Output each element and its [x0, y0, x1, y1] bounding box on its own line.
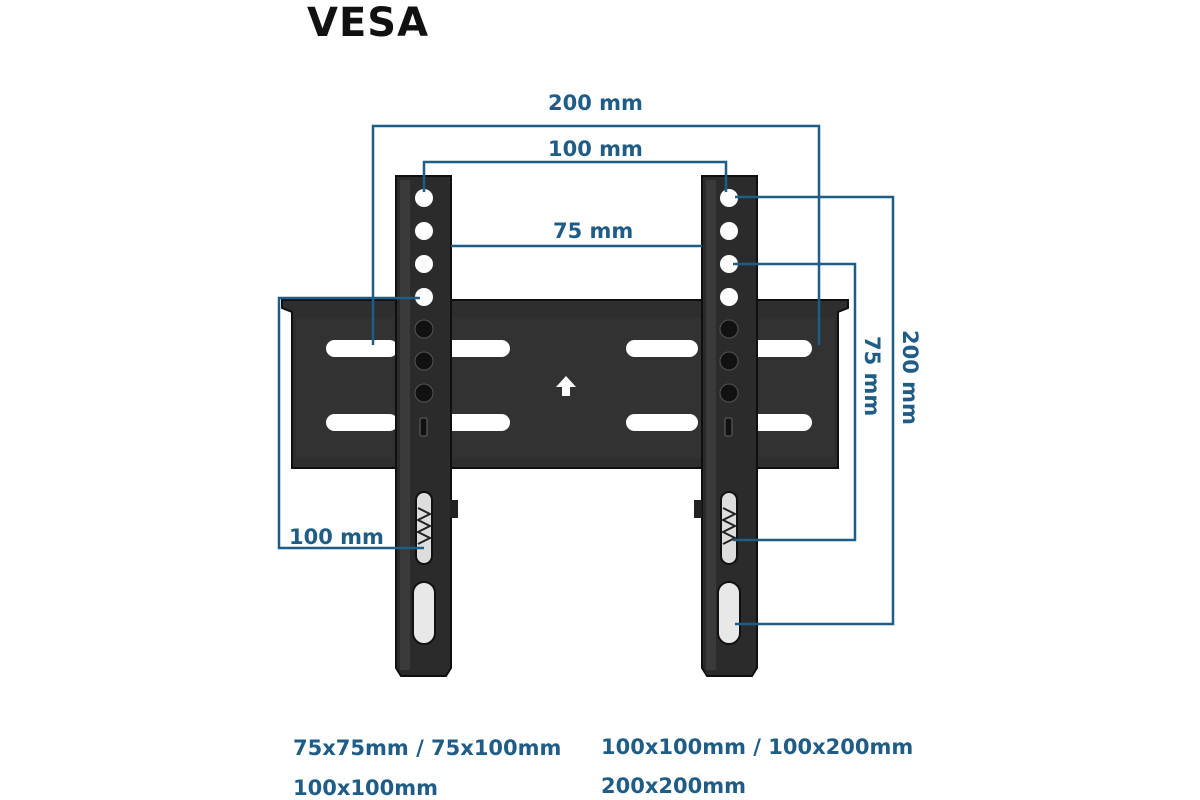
dim-label-top-200: 200 mm — [548, 91, 643, 115]
plate-slot — [326, 414, 398, 431]
spec-left-line1: 75x75mm / 75x100mm — [293, 736, 562, 760]
plate-slot — [626, 414, 698, 431]
dim-label-right-75: 75 mm — [860, 336, 884, 417]
plate-slot — [438, 414, 510, 431]
plate-slot — [326, 340, 398, 357]
dim-label-top-100: 100 mm — [548, 137, 643, 161]
up-arrow-icon — [556, 376, 576, 396]
plate-slot — [438, 340, 510, 357]
dim-label-right-200: 200 mm — [898, 330, 922, 425]
spec-left-line2: 100x100mm — [293, 776, 438, 800]
title: VESA — [307, 0, 430, 46]
right-bracket-arm — [694, 175, 758, 677]
dim-label-left-100: 100 mm — [289, 525, 384, 549]
dim-label-top-75: 75 mm — [553, 219, 634, 243]
dim-line-right-75 — [733, 262, 857, 542]
spec-right-line2: 200x200mm — [601, 774, 746, 798]
left-bracket-arm — [395, 175, 458, 677]
spec-right-line1: 100x100mm / 100x200mm — [601, 735, 914, 759]
wall-plate — [281, 299, 849, 469]
dimension-lines — [277, 124, 895, 626]
plate-slot — [626, 340, 698, 357]
dim-line-top-100 — [422, 160, 728, 192]
dim-line-left-100 — [277, 296, 424, 550]
dim-line-right-200 — [735, 195, 895, 626]
dim-line-top-200 — [371, 124, 821, 345]
